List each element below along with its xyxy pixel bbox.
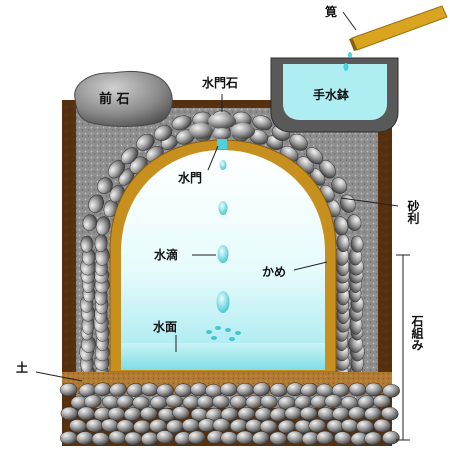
basin-drop [343,63,349,71]
stone [350,235,364,253]
stone [382,384,400,398]
stone [212,395,230,409]
stone [381,406,399,421]
stone [60,406,79,421]
bamboo-pipe [349,5,448,51]
stone [97,177,113,194]
stone [91,432,110,446]
label-front-stone: 前 石 [99,92,130,107]
basin-water [283,64,387,120]
stone [252,115,273,131]
stone [236,383,255,397]
stone [305,147,324,165]
stone [356,419,374,434]
stone [153,125,173,141]
label-jar: かめ [262,265,287,279]
stone [212,418,231,432]
stone [316,430,334,445]
stone [116,419,135,433]
water-pool [121,343,325,370]
label-wash-basin: 手水鉢 [313,88,350,102]
label-soil: 土 [16,361,29,375]
stone-bed [59,382,400,446]
water-drops [206,160,241,341]
stone [373,418,392,433]
stone [82,214,98,231]
stone [156,430,174,444]
stone [187,430,206,445]
stone [289,133,308,151]
stone [220,382,238,397]
stone [84,394,102,409]
stone [260,394,278,409]
water-gate [217,139,227,149]
label-stone-arrangement: 石組み [410,315,424,351]
stone [171,115,192,131]
stone [308,418,326,433]
stone [236,430,254,445]
stone [107,407,126,421]
water-gate-stones [189,113,255,140]
stone [252,431,270,445]
stone [59,382,78,397]
stone [229,395,248,409]
stone [80,235,94,253]
stone [373,394,391,409]
stone [77,406,95,421]
stone [299,406,318,421]
stone [365,382,383,397]
leader-lines [35,11,410,441]
label-water-gate-stone: 水門石 [202,76,239,90]
stone [140,406,158,421]
stone [120,147,139,165]
basin-drop [348,52,352,58]
stone [252,382,271,396]
stone [269,431,287,446]
label-gravel: 砂利 [406,200,420,224]
label-kakei: 筧 [325,5,338,19]
stone [156,383,174,398]
stone [269,383,288,397]
stone [364,431,382,446]
stone [259,419,278,434]
stone [136,133,155,151]
stone [196,395,215,409]
label-water-gate: 水門 [178,171,203,185]
stone [172,406,190,420]
stone [88,194,105,213]
front-stone [74,70,173,127]
stone [346,214,362,231]
label-water-drop: 水滴 [154,248,179,262]
label-water-surface: 水面 [153,320,178,334]
stone [331,177,347,194]
stone [181,418,200,432]
stone [382,430,400,445]
stone [109,382,127,397]
stone [132,396,150,410]
